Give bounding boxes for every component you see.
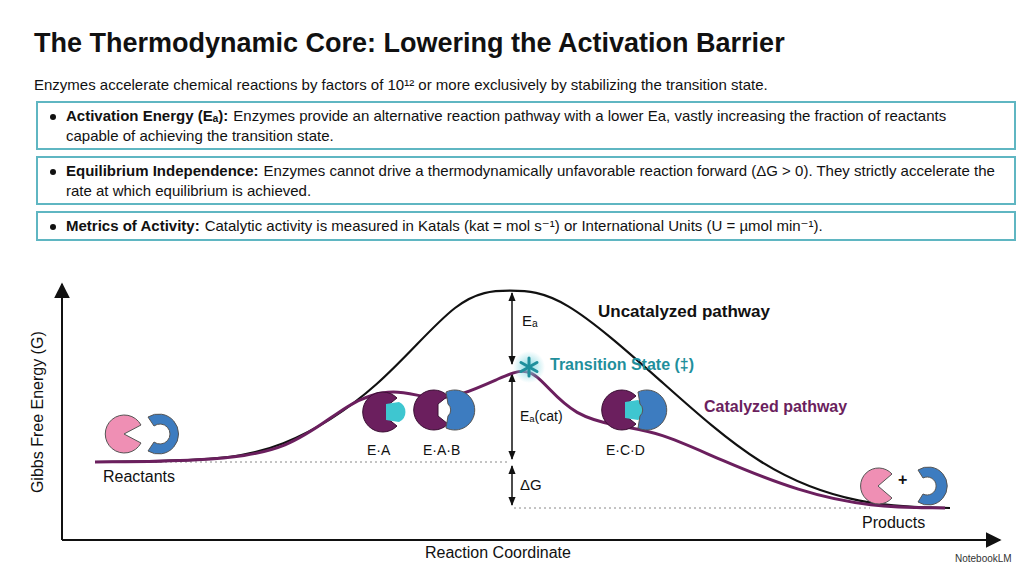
axis-label: Gibbs Free Energy (G) (29, 331, 47, 493)
bullet-box: Metrics of Activity: Catalytic activity i… (36, 211, 1016, 241)
catalyzed-curve (95, 371, 945, 508)
bullet-body: Catalytic activity is measured in Katals… (205, 217, 823, 234)
enzyme-a-complex (363, 392, 406, 432)
transition-star (521, 358, 537, 376)
enzyme-ab-complex (414, 390, 475, 430)
curve-label: Catalyzed pathway (704, 398, 847, 416)
bullet-box: Activation Energy (Eₐ):Enzymes provide a… (36, 101, 1016, 150)
subtitle: Enzymes accelerate chemical reactions by… (34, 76, 768, 93)
reactant-a (105, 415, 141, 453)
title: The Thermodynamic Core: Lowering the Act… (34, 28, 785, 59)
ea-arrow (511, 293, 513, 364)
product-c (861, 468, 892, 504)
x-axis (62, 539, 1000, 541)
energy-label: Eₐ (522, 312, 538, 329)
delta-g-arrow (511, 466, 513, 505)
state-label: Products (862, 514, 925, 532)
y-axis (61, 284, 63, 540)
product-level (514, 508, 870, 509)
enzyme-cd-complex (602, 390, 667, 430)
bullet-dot (50, 114, 56, 120)
curve-label: Uncatalyzed pathway (598, 302, 770, 322)
bullet-dot (50, 224, 56, 230)
ea-cat-arrow (511, 374, 513, 459)
bullet-dot (50, 169, 56, 175)
reactant-b (148, 414, 179, 454)
bullet-heading: Metrics of Activity: (66, 217, 200, 234)
transition-glow (513, 351, 545, 383)
axis-label: Reaction Coordinate (425, 544, 571, 562)
plus-sign: + (898, 471, 907, 489)
complex-label: E·A (367, 442, 390, 458)
state-label: Reactants (103, 468, 175, 486)
transition-label: Transition State (‡) (550, 356, 694, 374)
product-d (918, 467, 947, 505)
bullet-heading: Activation Energy (Eₐ): (66, 107, 228, 124)
energy-label: ΔG (520, 476, 542, 493)
bullet-heading: Equilibrium Independence: (66, 162, 259, 179)
complex-label: E·A·B (423, 442, 460, 458)
energy-label: Eₐ(cat) (520, 408, 563, 424)
complex-label: E·C·D (606, 442, 645, 458)
bullet-box: Equilibrium Independence:Enzymes cannot … (36, 156, 1016, 205)
watermark: NotebookLM (955, 553, 1012, 565)
uncatalyzed-curve (95, 291, 950, 508)
